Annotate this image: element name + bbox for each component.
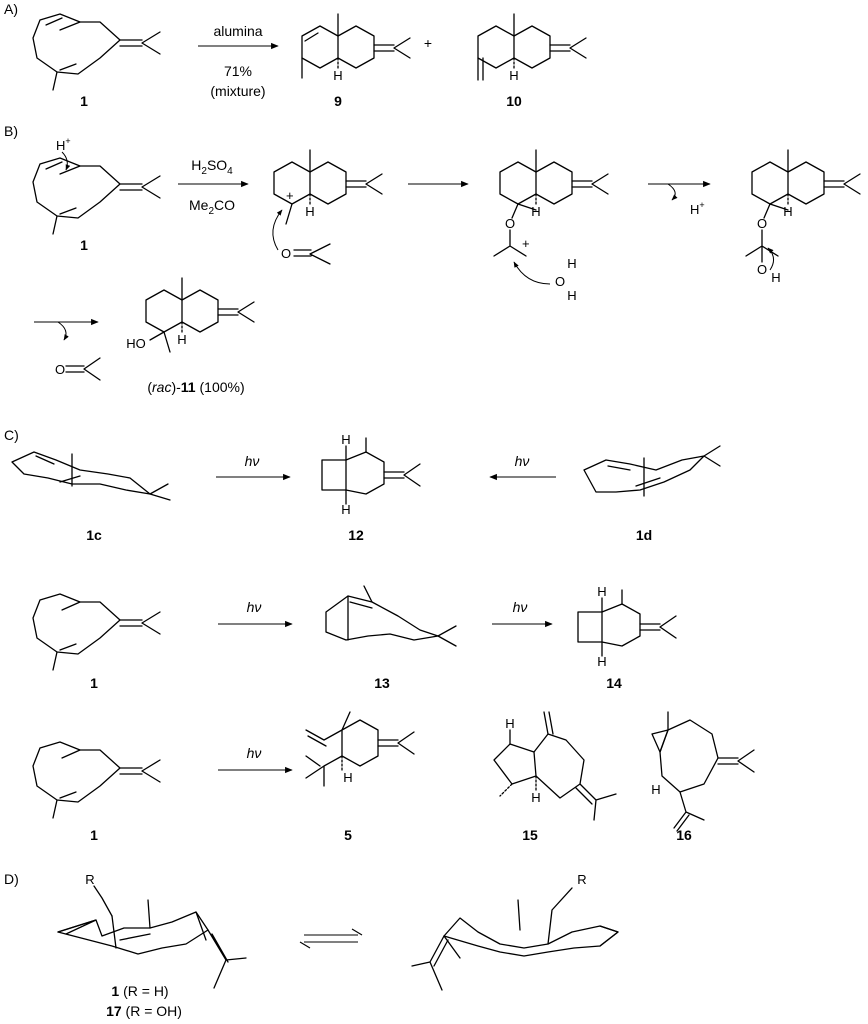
equilibrium-arrow-icon (299, 928, 363, 949)
atom-h: H (333, 68, 342, 83)
section-label-a: A) (4, 1, 18, 17)
curly-arrow-icon (272, 209, 283, 251)
molecule-11 (145, 277, 255, 353)
plus-sign: + (424, 35, 432, 51)
conformer-1c (11, 451, 171, 501)
conformer-right (411, 887, 619, 991)
atom-h: H (305, 204, 314, 219)
atom-h: H (567, 288, 576, 303)
compound-label-1-r-h: 1 (R = H) (111, 983, 168, 999)
charge-plus: + (522, 236, 530, 251)
product-label-11: (rac)-11 (100%) (147, 379, 244, 395)
reagent-acetone: Me2CO (189, 197, 235, 217)
atom-h: H (597, 654, 606, 669)
r-group: R (85, 872, 94, 887)
compound-label-1d: 1d (636, 527, 652, 543)
compound-label-1: 1 (80, 237, 88, 253)
curly-arrow-icon (667, 183, 678, 201)
compound-label-1c: 1c (86, 527, 102, 543)
atom-h: H (651, 782, 660, 797)
yield-note: (mixture) (210, 83, 265, 99)
compound-label-15: 15 (522, 827, 538, 843)
intermediate-oxonium (493, 149, 609, 257)
atom-o: O (281, 246, 291, 261)
hv-label: hν (247, 599, 262, 615)
proton: H+ (690, 200, 705, 217)
compound-label-1: 1 (80, 93, 88, 109)
hydroxyl: HO (126, 336, 146, 351)
curly-arrow-icon (767, 247, 774, 271)
compound-label-14: 14 (606, 675, 622, 691)
hv-label: hν (245, 453, 260, 469)
compound-label-17-r-oh: 17 (R = OH) (106, 1003, 182, 1019)
compound-label-10: 10 (506, 93, 522, 109)
section-label-d: D) (4, 871, 19, 887)
atom-h: H (531, 204, 540, 219)
compound-label-1: 1 (90, 675, 98, 691)
yield-text: 71% (224, 63, 252, 79)
r-group: R (577, 872, 586, 887)
compound-label-1: 1 (90, 827, 98, 843)
curly-arrow-icon (61, 151, 71, 171)
intermediate-cation (273, 149, 383, 265)
compound-label-9: 9 (334, 93, 342, 109)
conformer-left (57, 885, 247, 989)
atom-h: H (771, 270, 780, 285)
conformer-13 (325, 585, 457, 647)
proton: H+ (56, 136, 71, 153)
molecule-10 (477, 13, 587, 81)
atom-h: H (505, 716, 514, 731)
atom-o: O (505, 216, 515, 231)
curly-arrow-icon (57, 321, 69, 341)
compound-label-12: 12 (348, 527, 364, 543)
molecule-12 (321, 437, 421, 505)
reagent-alumina: alumina (213, 23, 262, 39)
atom-h: H (341, 432, 350, 447)
molecule-1-c3 (32, 741, 161, 819)
atom-h: H (597, 584, 606, 599)
compound-label-5: 5 (344, 827, 352, 843)
molecule-16 (651, 711, 755, 832)
atom-o: O (555, 274, 565, 289)
atom-h: H (509, 68, 518, 83)
section-label-b: B) (4, 123, 18, 139)
atom-h: H (567, 256, 576, 271)
atom-h: H (783, 204, 792, 219)
atom-o: O (757, 216, 767, 231)
hv-label: hν (515, 453, 530, 469)
reagent-h2so4: H2SO4 (191, 157, 233, 177)
atom-h: H (177, 332, 186, 347)
curly-arrow-icon (513, 261, 551, 285)
compound-label-16: 16 (676, 827, 692, 843)
atom-o: O (757, 262, 767, 277)
intermediate-ether (745, 149, 861, 263)
molecule-14 (577, 589, 677, 657)
hv-label: hν (247, 745, 262, 761)
compound-label-13: 13 (374, 675, 390, 691)
acetone-byproduct (65, 357, 101, 381)
conformer-1d (583, 445, 721, 497)
molecule-5 (305, 711, 415, 787)
molecule-9 (301, 13, 411, 79)
atom-h: H (343, 770, 352, 785)
molecule-1-a (32, 13, 161, 91)
atom-o: O (55, 362, 65, 377)
section-label-c: C) (4, 427, 19, 443)
molecule-15 (493, 711, 617, 821)
molecule-1-c2 (32, 593, 161, 671)
atom-h: H (341, 502, 350, 517)
hv-label: hν (513, 599, 528, 615)
atom-h: H (531, 790, 540, 805)
molecule-1-b (32, 157, 161, 235)
charge-plus: + (286, 188, 294, 203)
